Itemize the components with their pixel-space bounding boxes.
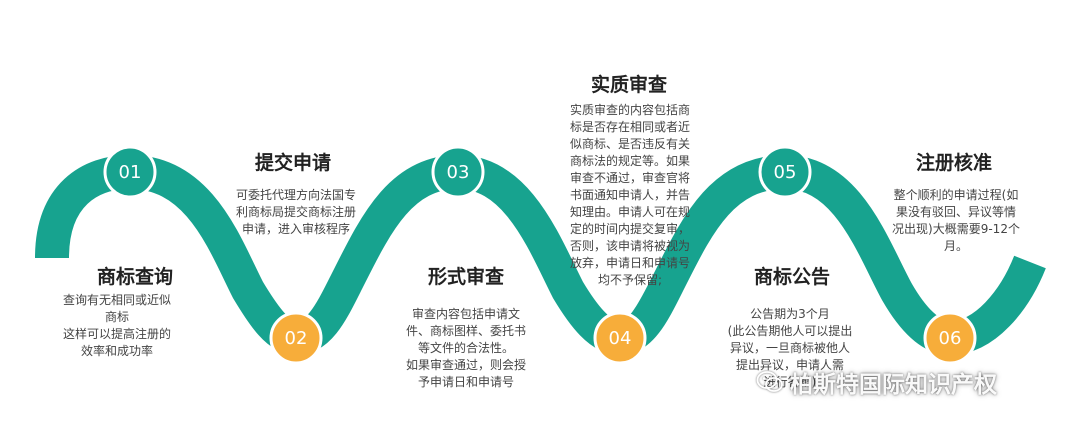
step-node-01-circle: [103, 145, 157, 199]
step-node-04-circle: [593, 311, 647, 365]
step-node-06: 06: [923, 311, 977, 365]
step-number-06: 06: [939, 328, 962, 349]
step-desc-01: 查询有无相同或近似 商标 这样可以提高注册的 效率和成功率: [62, 293, 171, 358]
step-node-06-circle: [923, 311, 977, 365]
step-title-06: 注册核准: [915, 152, 992, 174]
step-number-04: 04: [609, 328, 632, 349]
wechat-icon: [756, 371, 783, 392]
step-number-01: 01: [119, 162, 142, 183]
step-node-04: 04: [593, 311, 647, 365]
step-desc-06: 整个顺利的申请过程(如 果没有驳回、异议等情 况出现)大概需要9-12个 月。: [892, 188, 1020, 253]
step-node-02: 02: [269, 311, 323, 365]
step-number-05: 05: [774, 162, 797, 183]
watermark: 柏斯特国际知识产权: [756, 365, 997, 399]
step-node-01: 01: [103, 145, 157, 199]
step-node-05: 05: [758, 145, 812, 199]
step-node-03-circle: [431, 145, 485, 199]
step-node-05-circle: [758, 145, 812, 199]
watermark-text: 柏斯特国际知识产权: [790, 372, 997, 398]
step-desc-03: 审查内容包括申请文 件、商标图样、委托书 等文件的合法性。 如果审查通过，则会授…: [405, 307, 526, 389]
step-node-02-circle: [269, 311, 323, 365]
wave-band: [35, 154, 1046, 356]
step-title-04: 实质审查: [590, 74, 667, 96]
step-desc-02: 可委托代理方向法国专 利商标局提交商标注册 申请，进入审核程序: [235, 188, 356, 236]
step-title-01: 商标查询: [96, 266, 173, 288]
step-number-03: 03: [447, 162, 470, 183]
step-title-03: 形式审查: [427, 266, 504, 288]
step-desc-04: 实质审查的内容包括商 标是否存在相同或者近 似商标、是否违反有关 商标法的规定等…: [569, 103, 690, 287]
step-number-02: 02: [285, 328, 308, 349]
step-title-02: 提交申请: [254, 152, 331, 174]
step-node-03: 03: [431, 145, 485, 199]
step-desc-05: 公告期为3个月 (此公告期他人可以提出 异议，一旦商标被他人 提出异议，申请人需…: [727, 307, 853, 389]
step-title-05: 商标公告: [753, 266, 830, 288]
